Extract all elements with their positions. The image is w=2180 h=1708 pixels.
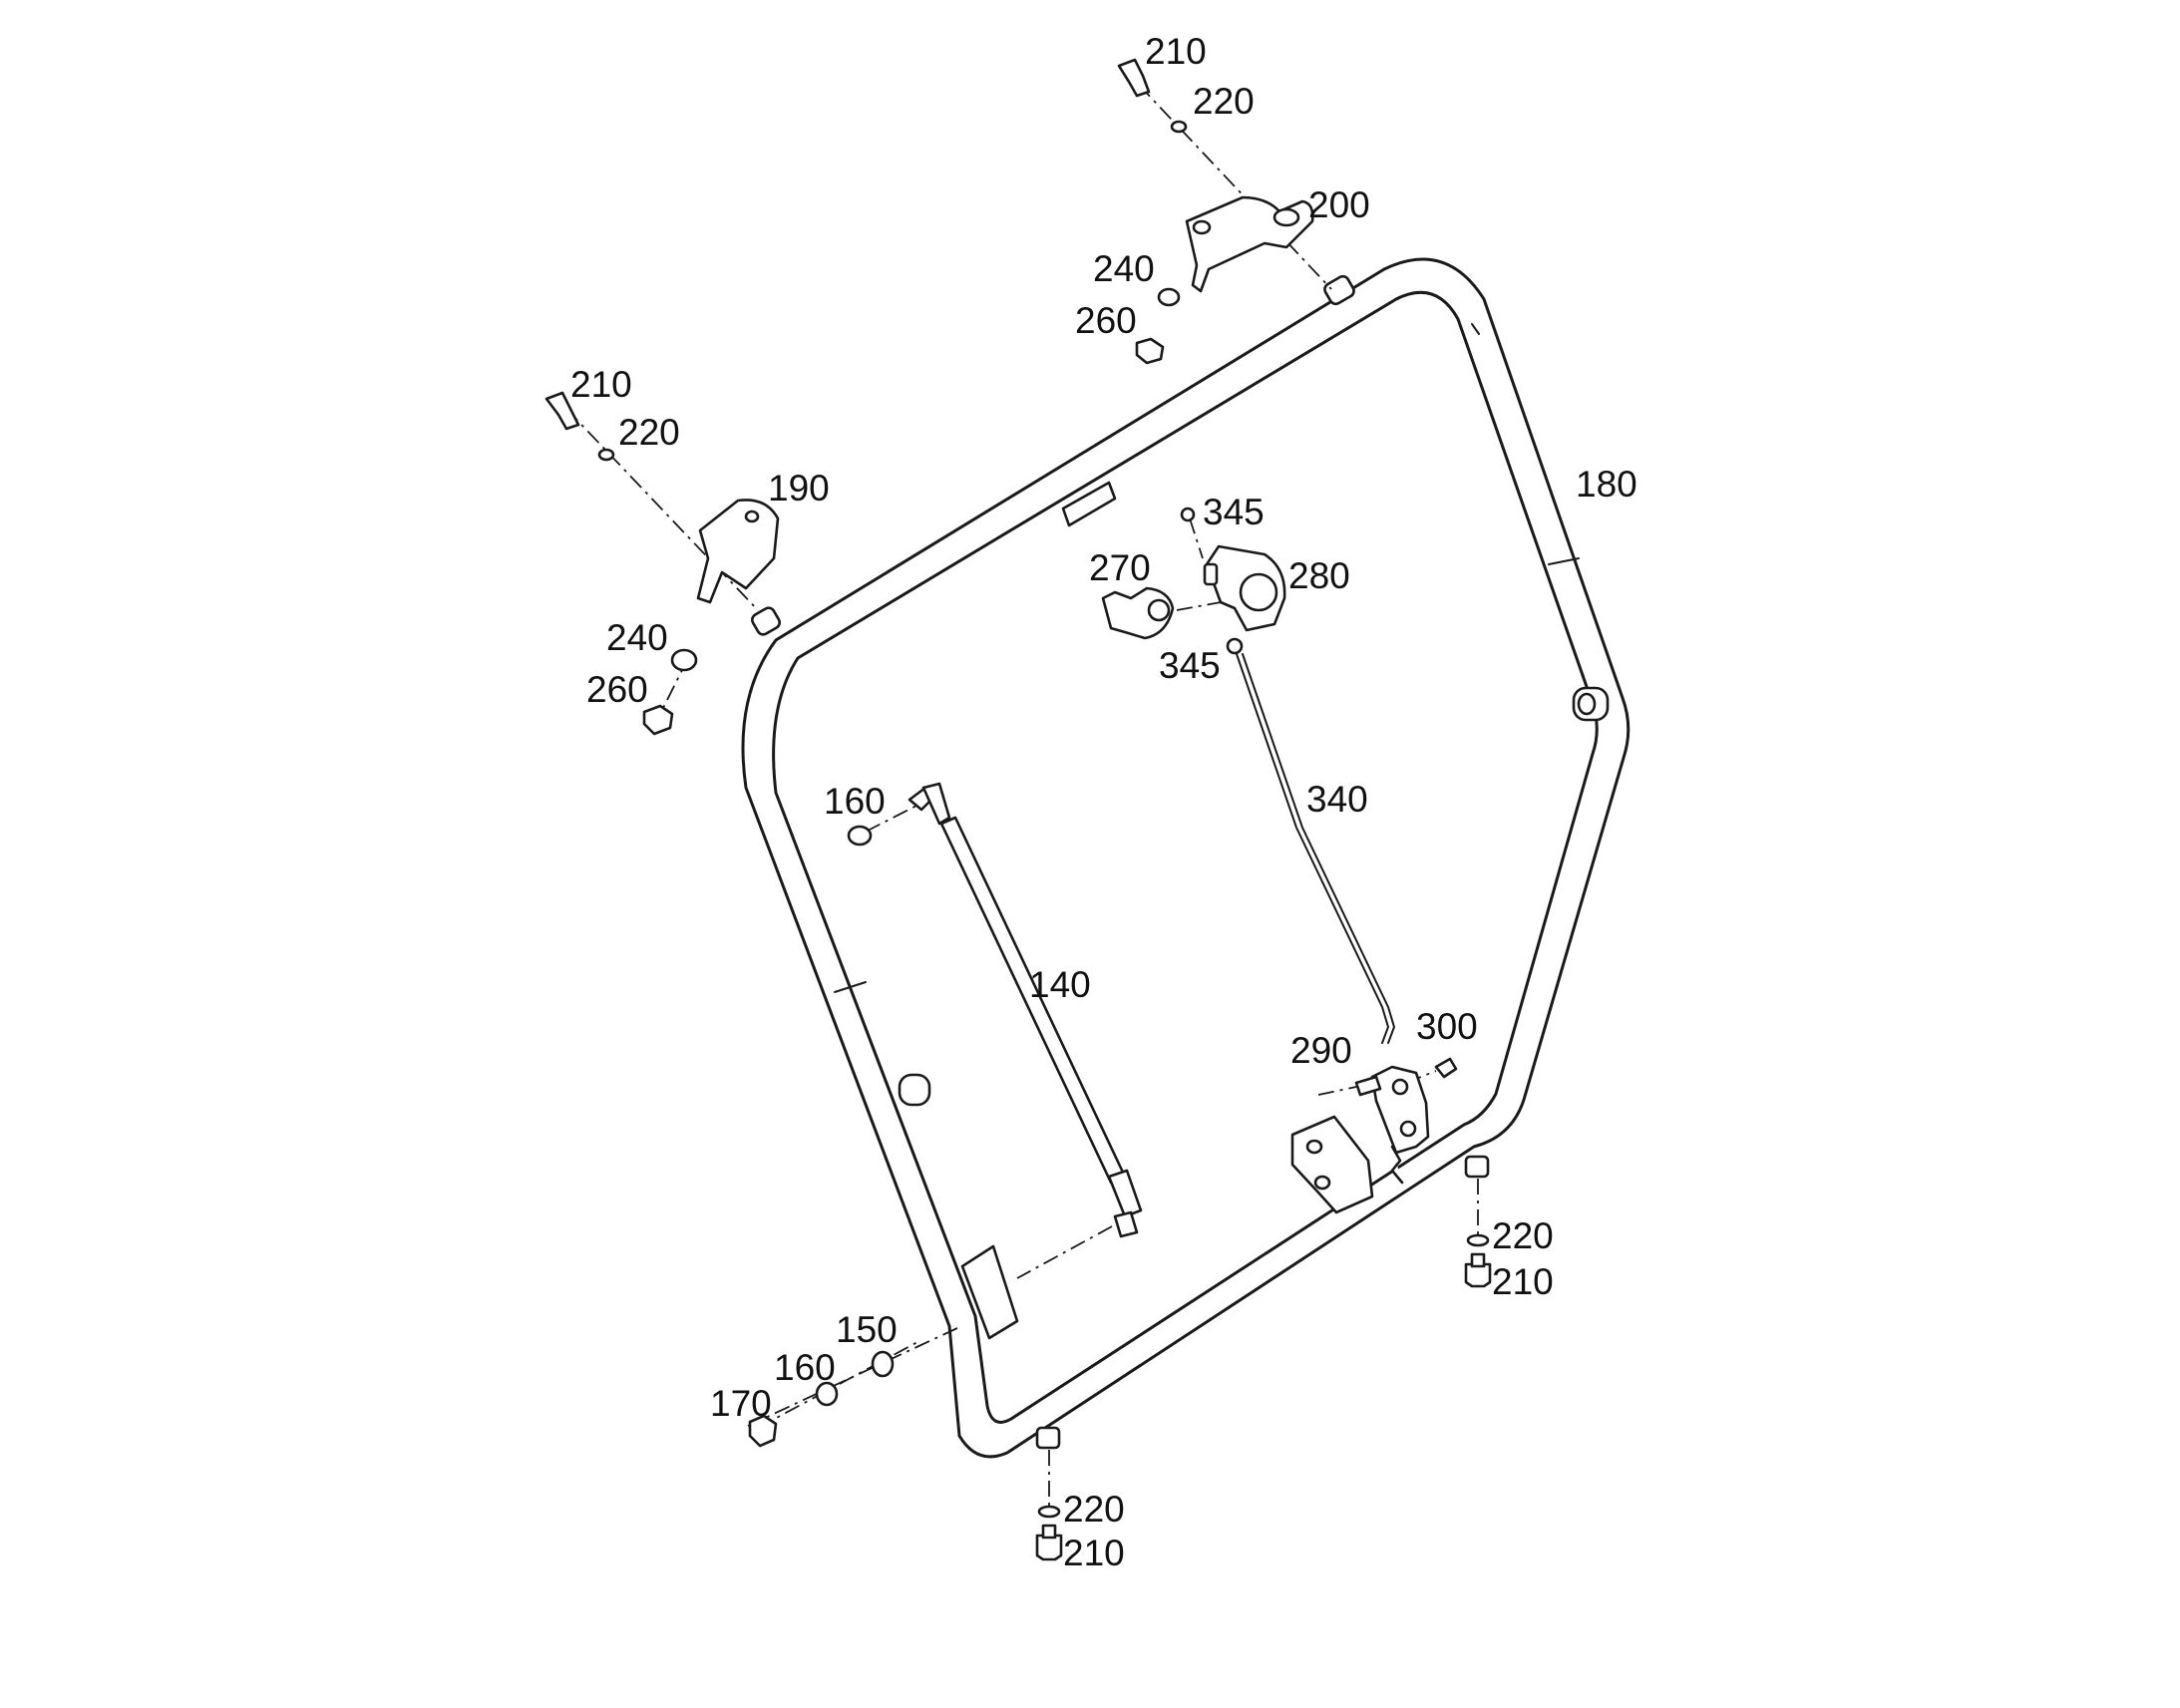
label-nut-left: 260 xyxy=(586,669,648,710)
bracket-200-hole xyxy=(1192,219,1212,235)
label-screw-upper: 345 xyxy=(1203,492,1265,532)
label-bolt-left: 210 xyxy=(570,364,632,405)
label-lockwasher-top: 240 xyxy=(1093,248,1155,289)
center-line xyxy=(865,802,923,833)
bracket-190 xyxy=(696,499,780,604)
washer-150 xyxy=(871,1350,895,1378)
latch-stud xyxy=(1354,1075,1382,1097)
latch-base-hole xyxy=(1305,1139,1323,1155)
label-washer-strut: 150 xyxy=(836,1309,898,1350)
frame-boss xyxy=(1464,1155,1490,1179)
label-screw-latch: 300 xyxy=(1416,1006,1478,1047)
upper-right-bracket-group xyxy=(1117,58,1332,365)
screw-345 xyxy=(1226,637,1244,655)
bolt-210 xyxy=(1035,1534,1063,1561)
latch-plate-tab xyxy=(1203,562,1219,586)
label-lockwasher-left: 240 xyxy=(606,617,668,658)
frame-boss-hole xyxy=(1577,692,1597,716)
frame-seam xyxy=(1548,557,1580,565)
lower-latch-group xyxy=(1290,1057,1458,1214)
center-line xyxy=(1317,1086,1357,1096)
nut-260 xyxy=(642,704,674,736)
label-latch-handle: 270 xyxy=(1089,547,1151,588)
label-clip-bottom: 160 xyxy=(774,1347,836,1388)
strut-end-fitting xyxy=(921,782,951,826)
latch-290-pivot xyxy=(1399,1120,1417,1138)
bracket-190-hole xyxy=(744,510,760,523)
label-bracket-right: 200 xyxy=(1308,184,1370,225)
latch-rod-340 xyxy=(1236,653,1390,1044)
lower-left-hardware xyxy=(748,1341,918,1448)
bolt-210 xyxy=(1464,1262,1492,1288)
washer-220 xyxy=(1037,1505,1061,1519)
latch-rod-group xyxy=(1236,653,1396,1044)
label-washer-bottom: 220 xyxy=(1063,1489,1125,1530)
label-washer-top: 220 xyxy=(1193,81,1255,122)
bolt-210 xyxy=(1117,58,1151,98)
latch-base-hole xyxy=(1313,1175,1331,1191)
bolt-210 xyxy=(545,391,580,431)
label-bracket-left: 190 xyxy=(768,468,830,509)
frame-boss xyxy=(1323,274,1355,306)
center-line xyxy=(1189,517,1204,559)
nut-170 xyxy=(748,1414,778,1448)
label-screw-lower: 345 xyxy=(1159,645,1221,686)
washer-220 xyxy=(1170,120,1188,134)
label-bolt-bottom: 210 xyxy=(1063,1533,1125,1573)
latch-base-plate xyxy=(1290,1115,1374,1214)
label-clip-left: 160 xyxy=(824,781,886,822)
frame-boss xyxy=(898,1073,931,1107)
latch-plate-hole xyxy=(1239,572,1278,612)
screw-345 xyxy=(1180,507,1196,522)
latch-spring xyxy=(1390,1145,1404,1185)
bolt-210-shank xyxy=(1041,1524,1057,1539)
screw-300 xyxy=(1434,1057,1458,1079)
latch-rod-340-edge xyxy=(1242,653,1396,1044)
clip-160 xyxy=(815,1381,839,1407)
label-nut-bottom: 170 xyxy=(710,1383,772,1424)
label-rod: 340 xyxy=(1306,779,1368,820)
label-bolt-top: 210 xyxy=(1145,31,1207,72)
frame-seam xyxy=(834,981,867,993)
frame-boss xyxy=(1035,1426,1061,1450)
frame-tube-outer xyxy=(741,257,1631,1459)
label-latch-lower: 290 xyxy=(1290,1030,1352,1071)
strut-mount-bracket xyxy=(960,1244,1019,1340)
lockwasher-240 xyxy=(1157,287,1181,307)
label-bolt-br: 210 xyxy=(1492,1261,1554,1302)
label-frame: 180 xyxy=(1576,464,1637,505)
latch-handle-knob xyxy=(1147,598,1171,622)
latch-handle-group xyxy=(1101,507,1286,655)
frame-tube-inner xyxy=(772,290,1599,1424)
lower-right-hardware xyxy=(1464,1179,1492,1288)
latch-290-pivot xyxy=(1391,1078,1409,1096)
frame-tab xyxy=(1061,481,1117,527)
washer-220 xyxy=(597,448,615,462)
label-latch-plate: 280 xyxy=(1288,555,1350,596)
frame-boss xyxy=(751,606,781,636)
center-line xyxy=(1138,84,1332,290)
center-line xyxy=(565,408,759,611)
label-washer-left: 220 xyxy=(618,412,680,453)
clip-160 xyxy=(847,825,873,847)
callout-labels: 210 220 200 240 260 210 220 190 240 260 … xyxy=(570,31,1637,1573)
label-washer-br: 220 xyxy=(1492,1215,1554,1256)
upper-left-bracket-group xyxy=(545,391,780,736)
label-nut-top: 260 xyxy=(1075,300,1137,341)
lockwasher-240 xyxy=(670,648,698,672)
gas-strut-group xyxy=(747,782,1143,1427)
door-frame xyxy=(741,257,1631,1459)
nut-260 xyxy=(1135,337,1165,365)
strut-ball-stud-lower xyxy=(1113,1210,1139,1238)
bolt-210-shank xyxy=(1470,1252,1486,1268)
label-gas-strut: 140 xyxy=(1029,964,1091,1005)
bottom-hardware xyxy=(1035,1450,1063,1561)
frame-seam xyxy=(1471,323,1480,335)
bracket-200-slot xyxy=(1272,207,1300,227)
washer-220 xyxy=(1466,1233,1490,1247)
center-line xyxy=(1016,1225,1113,1279)
strut-rod-end xyxy=(1107,1169,1143,1218)
